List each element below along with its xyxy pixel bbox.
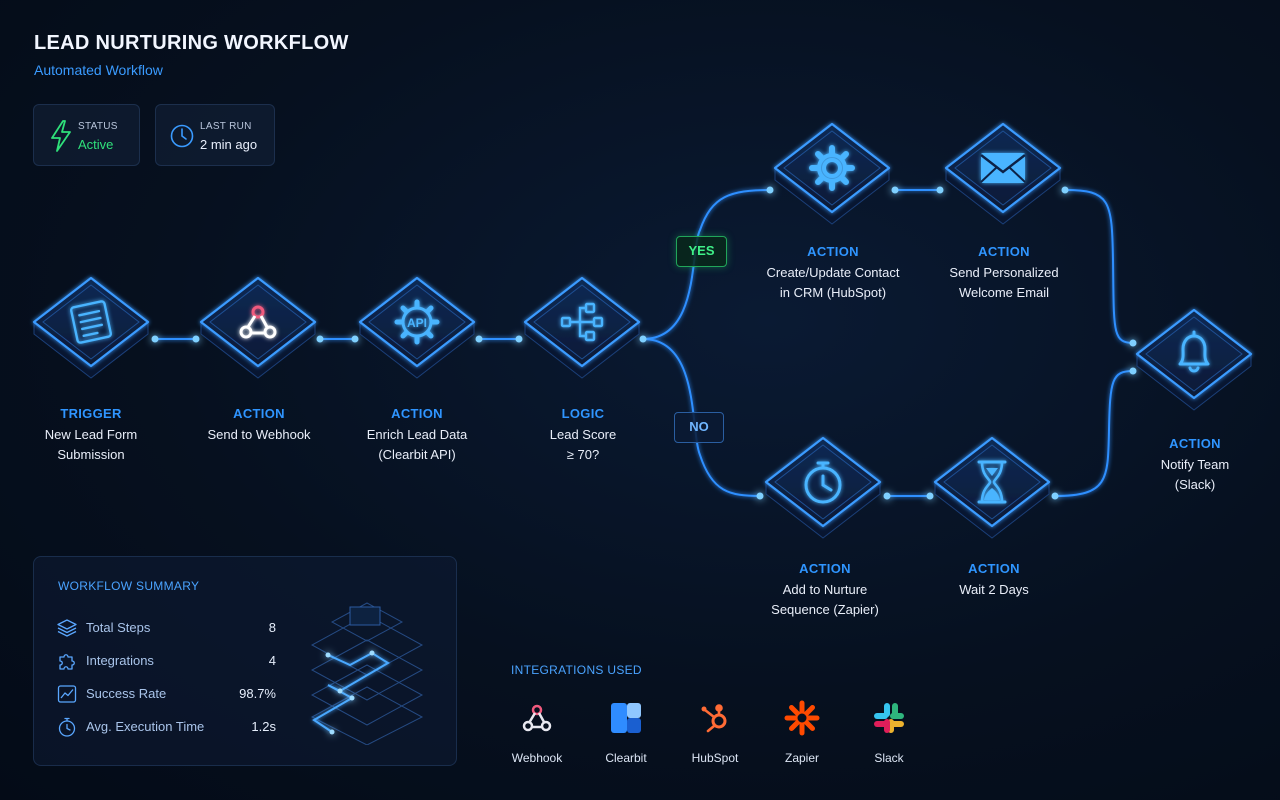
node-webhook[interactable]: [199, 276, 317, 379]
integration-clearbit: Clearbit: [591, 700, 661, 765]
status-badge: Active: [78, 137, 114, 152]
integration-slack: Slack: [854, 700, 924, 765]
webhook-icon: [239, 305, 277, 339]
clearbit-logo: [611, 703, 641, 733]
integration-webhook: Webhook: [502, 700, 572, 765]
clock-icon: [170, 124, 194, 148]
node-wait[interactable]: [933, 436, 1051, 539]
connectors: [155, 189, 1134, 497]
isometric-layers-illustration: [310, 602, 424, 745]
stopwatch-icon: [804, 461, 842, 504]
summary-row-success-rate: Success Rate 98.7%: [56, 683, 276, 705]
connector-logic-yes: [642, 189, 771, 340]
integrations-title: INTEGRATIONS USED: [511, 663, 642, 677]
last-run-value: 2 min ago: [200, 137, 258, 152]
summary-row-avg-exec-time: Avg. Execution Time 1.2s: [56, 716, 276, 738]
last-run-card: LAST RUN 2 min ago: [155, 104, 275, 166]
status-label: STATUS: [78, 121, 118, 132]
workflow-summary-panel: WORKFLOW SUMMARY Total Steps 8 Integrati…: [33, 556, 457, 766]
node-label-webhook: ACTION Send to Webhook: [207, 406, 311, 442]
form-icon: [69, 300, 113, 344]
node-label-wait: ACTION Wait 2 Days: [959, 561, 1029, 597]
integration-hubspot: HubSpot: [680, 700, 750, 765]
hubspot-logo: [701, 704, 727, 733]
last-run-label: LAST RUN: [200, 121, 252, 132]
branch-icon: [560, 302, 604, 342]
page-subtitle: Automated Workflow: [34, 62, 163, 78]
node-nurture[interactable]: [764, 436, 882, 539]
node-label-notify: ACTION Notify Team(Slack): [1160, 436, 1230, 492]
summary-row-total-steps: Total Steps 8: [56, 617, 276, 639]
branch-no-tag: NO: [674, 412, 724, 443]
svg-text:API: API: [407, 316, 427, 330]
summary-row-integrations: Integrations 4: [56, 650, 276, 672]
page-title: LEAD NURTURING WORKFLOW: [34, 32, 349, 54]
gear-icon: [809, 145, 855, 191]
node-email[interactable]: [944, 122, 1062, 225]
node-label-logic: LOGIC Lead Score≥ 70?: [549, 406, 617, 462]
puzzle-icon: [59, 654, 75, 670]
status-card: STATUS Active: [33, 104, 140, 166]
connector-wait-notify: [1054, 370, 1134, 497]
branch-yes-tag: YES: [676, 236, 727, 267]
integration-zapier: Zapier: [767, 700, 837, 765]
webhook-logo: [522, 704, 552, 732]
hourglass-icon: [977, 460, 1007, 504]
node-crm[interactable]: [773, 122, 891, 225]
bell-icon: [1178, 330, 1210, 373]
node-logic[interactable]: [523, 276, 641, 379]
node-trigger[interactable]: [32, 276, 150, 379]
api-gear-icon: API: [394, 299, 440, 345]
node-notify[interactable]: [1135, 308, 1253, 411]
node-enrich[interactable]: API: [358, 276, 476, 379]
envelope-icon: [980, 153, 1026, 183]
lightning-icon: [51, 120, 71, 152]
summary-title: WORKFLOW SUMMARY: [58, 579, 200, 593]
connector-logic-no: [642, 338, 761, 497]
node-label-enrich: ACTION Enrich Lead Data(Clearbit API): [366, 406, 468, 462]
slack-logo: [874, 703, 904, 733]
chart-line-icon: [57, 685, 77, 703]
connector-dots: [151, 186, 1137, 500]
connector-email-notify: [1064, 189, 1134, 344]
zapier-logo: [784, 700, 820, 736]
layers-icon: [57, 619, 77, 637]
stopwatch-icon: [58, 717, 76, 737]
